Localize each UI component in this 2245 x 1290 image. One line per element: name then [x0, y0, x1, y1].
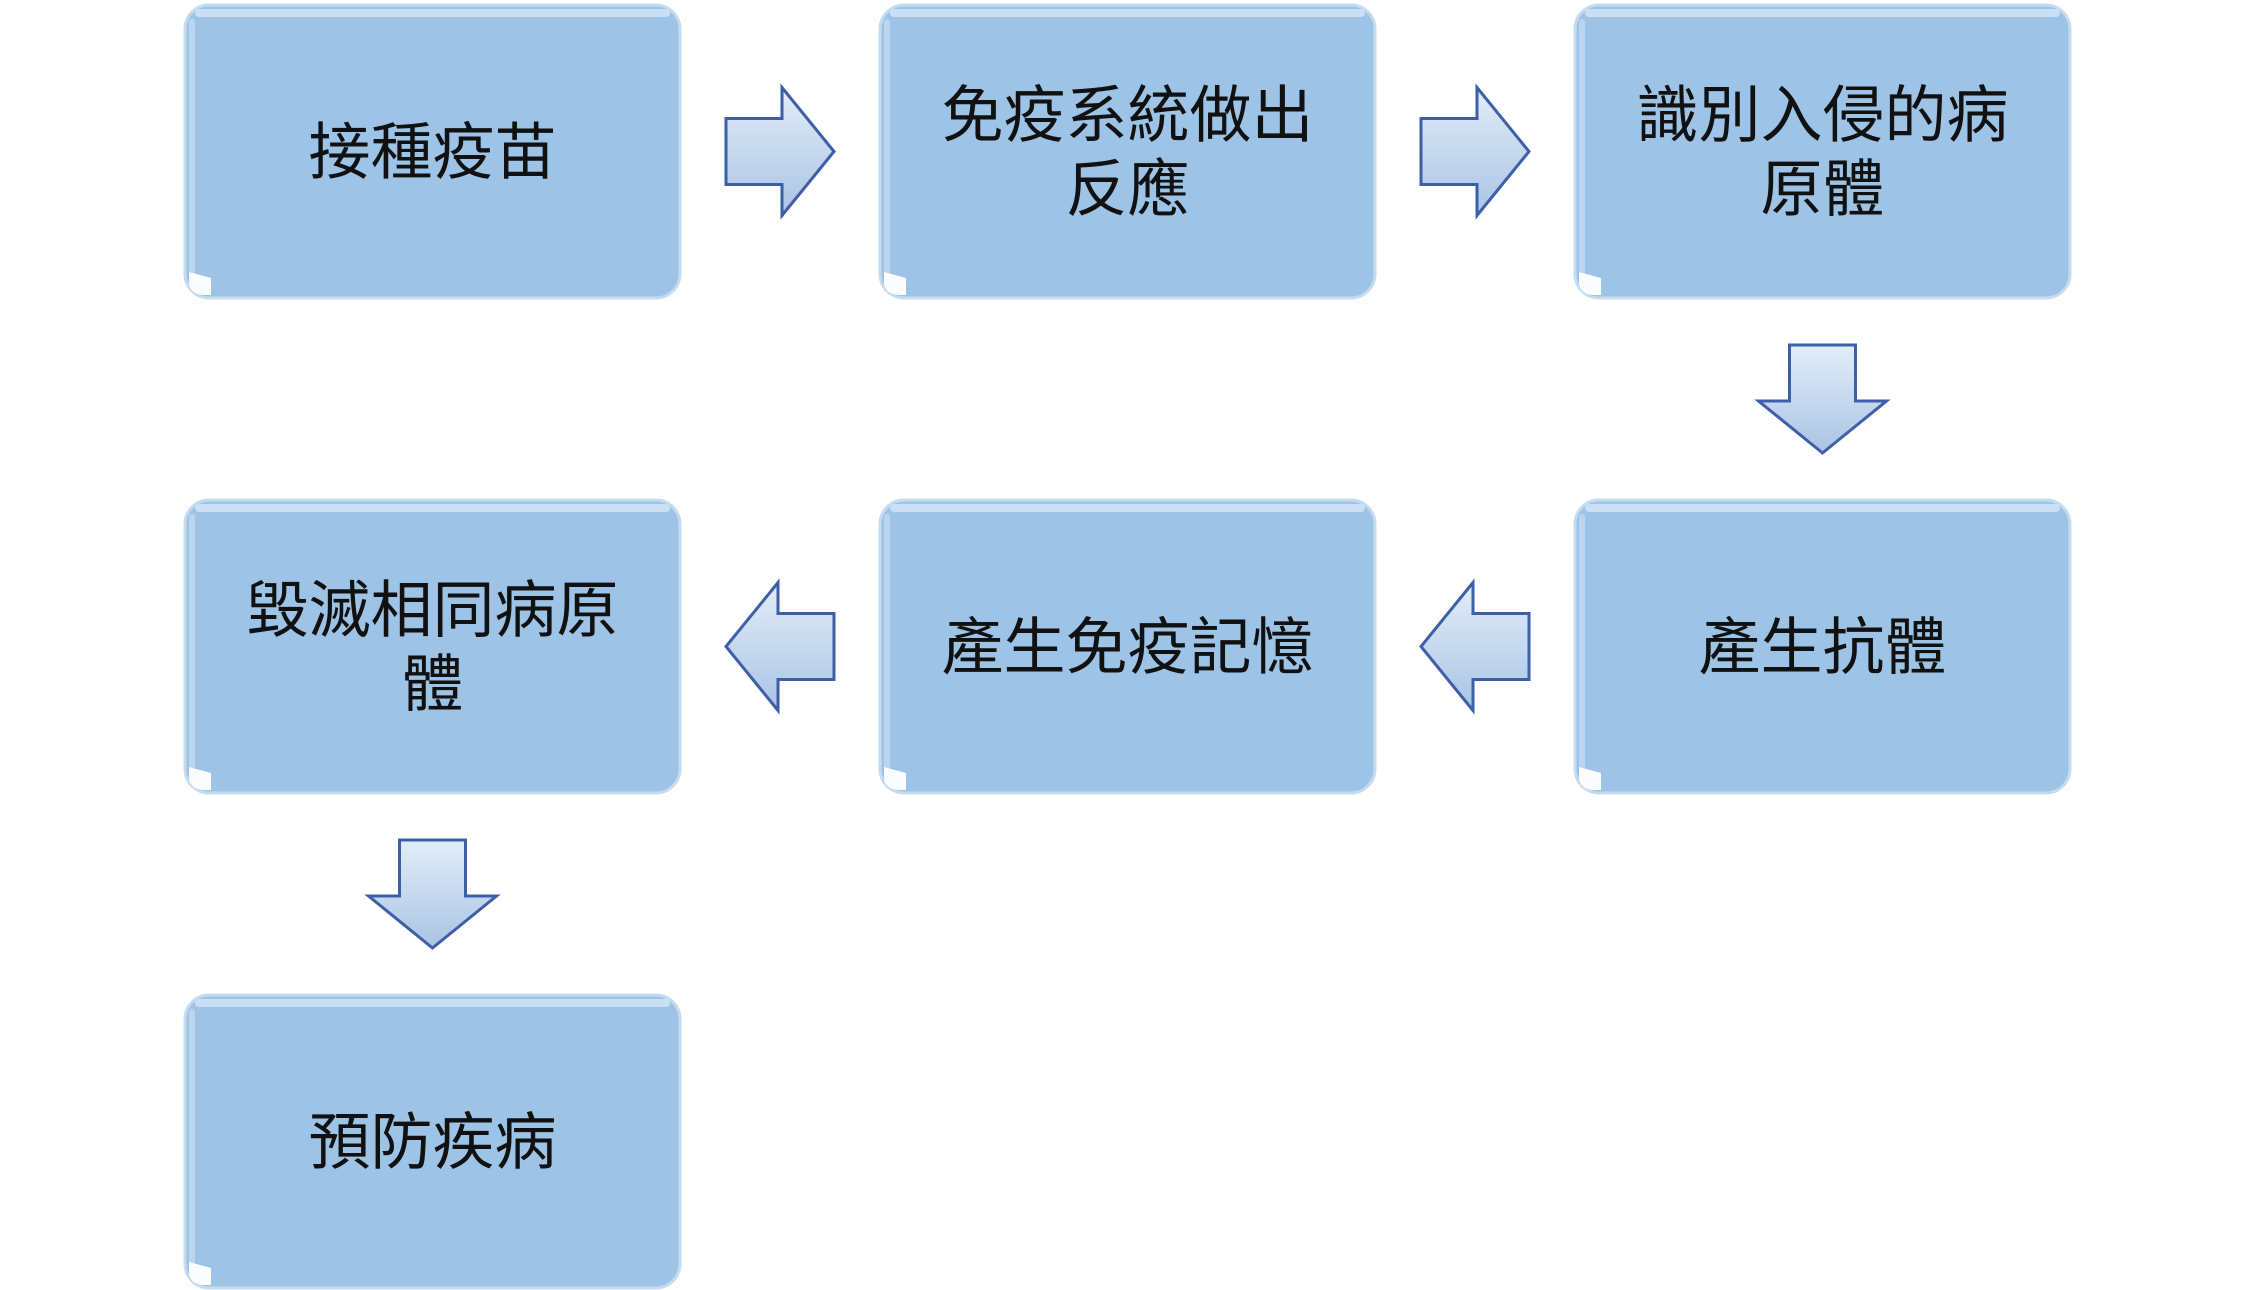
- process-box-prevent-disease: 預防疾病: [183, 993, 682, 1290]
- process-box-shape: [183, 498, 682, 795]
- box-corner-accent: [189, 1262, 211, 1285]
- box-left-highlight: [189, 19, 195, 278]
- process-box-label: 產生抗體: [1698, 611, 1946, 684]
- process-box-label: 反應: [1065, 153, 1189, 226]
- process-box-label: 原體: [1760, 153, 1884, 226]
- box-left-highlight: [189, 514, 195, 773]
- box-corner-accent: [884, 767, 906, 790]
- box-top-highlight: [1585, 504, 2060, 512]
- flow-arrow-right-icon: [724, 83, 836, 220]
- box-corner-accent: [189, 767, 211, 790]
- process-box-shape: [183, 3, 682, 300]
- process-box-label: 體: [401, 648, 463, 721]
- box-top-highlight: [1585, 9, 2060, 17]
- process-box-shape: [878, 3, 1377, 300]
- process-box-shape: [878, 498, 1377, 795]
- process-box-label: 免疫系統做出: [941, 79, 1313, 152]
- process-box-shape: [183, 993, 682, 1290]
- box-left-highlight: [1579, 19, 1585, 278]
- process-box-shape: [1573, 498, 2072, 795]
- box-top-highlight: [890, 9, 1365, 17]
- process-box-label: 預防疾病: [308, 1106, 556, 1179]
- boxes-layer: 接種疫苗免疫系統做出反應識別入侵的病原體產生抗體產生免疫記憶毀滅相同病原體預防疾…: [183, 3, 2072, 1290]
- arrows-layer: [364, 83, 1891, 950]
- flow-arrow-left-icon: [724, 578, 836, 715]
- flow-arrow-down-icon: [1754, 343, 1891, 455]
- process-box-label: 接種疫苗: [308, 116, 556, 189]
- process-box-immune-memory: 產生免疫記憶: [878, 498, 1377, 795]
- box-left-highlight: [884, 19, 890, 278]
- process-box-label: 識別入侵的病: [1636, 79, 2008, 152]
- flow-arrow-down-icon: [364, 838, 501, 950]
- box-corner-accent: [1579, 272, 1601, 295]
- box-top-highlight: [890, 504, 1365, 512]
- process-box-shape: [1573, 3, 2072, 300]
- box-corner-accent: [1579, 767, 1601, 790]
- process-box-label: 毀滅相同病原: [246, 574, 618, 647]
- box-left-highlight: [1579, 514, 1585, 773]
- flow-arrow-right-icon: [1419, 83, 1531, 220]
- process-box-produce-antibody: 產生抗體: [1573, 498, 2072, 795]
- flow-arrow-left-icon: [1419, 578, 1531, 715]
- box-left-highlight: [884, 514, 890, 773]
- box-top-highlight: [195, 504, 670, 512]
- box-left-highlight: [189, 1009, 195, 1268]
- box-top-highlight: [195, 999, 670, 1007]
- process-box-label: 產生免疫記憶: [941, 611, 1313, 684]
- box-corner-accent: [189, 272, 211, 295]
- box-top-highlight: [195, 9, 670, 17]
- box-corner-accent: [884, 272, 906, 295]
- process-box-vaccinate: 接種疫苗: [183, 3, 682, 300]
